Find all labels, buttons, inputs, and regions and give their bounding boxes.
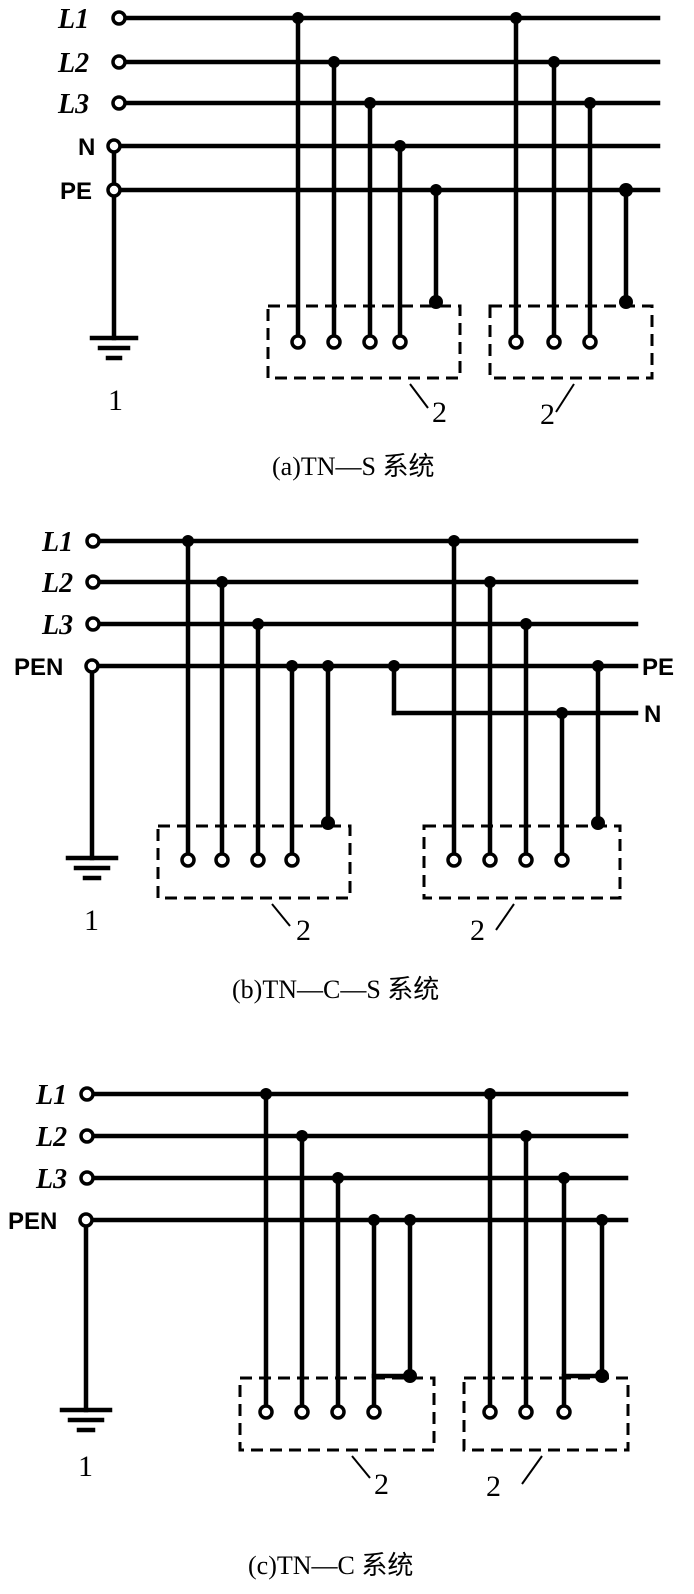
- device-terminal: [446, 852, 462, 868]
- label-l3: L3: [35, 1164, 67, 1195]
- device-box: [462, 1376, 630, 1452]
- label-pen: PEN: [14, 654, 63, 681]
- terminal-pe: [106, 182, 122, 198]
- device-terminal: [326, 334, 342, 350]
- earth-symbol: [89, 335, 139, 361]
- earth-label: 1: [108, 384, 123, 417]
- device-box: [266, 304, 462, 380]
- terminal-l1: [79, 1086, 95, 1102]
- device-terminal: [294, 1404, 310, 1420]
- label-l2: L2: [41, 568, 73, 599]
- diagram-c-tn-c: L1 L2 L3 PEN 1 2 2 (c)TN—C 系统: [8, 1080, 630, 1580]
- diagram-b-tn-c-s: L1 L2 L3 PEN PE N 1 2 2 (b)TN—C—S 系统: [14, 527, 674, 1004]
- terminal-l2: [111, 54, 127, 70]
- device-terminal: [546, 334, 562, 350]
- terminal-l3: [79, 1170, 95, 1186]
- device-terminal: [482, 852, 498, 868]
- device-terminal: [330, 1404, 346, 1420]
- device-terminal: [214, 852, 230, 868]
- caption-b: (b)TN—C—S 系统: [232, 975, 439, 1004]
- terminal-l3: [111, 95, 127, 111]
- device-terminal: [482, 1404, 498, 1420]
- earth-label: 1: [84, 904, 99, 937]
- device-terminal: [518, 852, 534, 868]
- device-label: 2: [470, 914, 485, 947]
- terminal-l1: [85, 533, 101, 549]
- label-n: N: [78, 134, 95, 161]
- terminal-l1: [111, 10, 127, 26]
- device-terminal: [250, 852, 266, 868]
- device-label: 2: [486, 1470, 501, 1503]
- device-label: 2: [374, 1468, 389, 1501]
- device-label: 2: [296, 914, 311, 947]
- device-terminal: [392, 334, 408, 350]
- device-box: [488, 304, 654, 380]
- terminal-pen: [78, 1212, 94, 1228]
- device-terminal: [518, 1404, 534, 1420]
- label-l1: L1: [57, 4, 89, 35]
- label-l3: L3: [57, 89, 89, 120]
- device-terminal: [556, 1404, 572, 1420]
- device-terminal: [290, 334, 306, 350]
- caption-c: (c)TN—C 系统: [248, 1551, 413, 1580]
- caption-a: (a)TN—S 系统: [272, 452, 434, 481]
- label-l1: L1: [41, 527, 73, 558]
- device-terminal: [554, 852, 570, 868]
- device-terminal: [366, 1404, 382, 1420]
- device-terminal: [508, 334, 524, 350]
- label-pen: PEN: [8, 1208, 57, 1235]
- device-terminal: [258, 1404, 274, 1420]
- device-label: 2: [432, 396, 447, 429]
- terminal-pen: [84, 658, 100, 674]
- device-terminal: [180, 852, 196, 868]
- device-label: 2: [540, 398, 555, 431]
- device-box: [422, 824, 622, 900]
- device-terminal: [362, 334, 378, 350]
- terminal-n: [106, 138, 122, 154]
- device-terminal: [284, 852, 300, 868]
- earth-label: 1: [78, 1450, 93, 1483]
- label-l3: L3: [41, 610, 73, 641]
- device-terminal: [582, 334, 598, 350]
- earth-symbol: [59, 1407, 113, 1433]
- terminal-l2: [85, 574, 101, 590]
- label-n-split: N: [644, 701, 661, 728]
- label-l2: L2: [57, 48, 89, 79]
- diagram-a-tn-s: L1 L2 L3 N PE 1 2 2 (a)TN—S 系统: [57, 4, 661, 481]
- label-pe-split: PE: [642, 654, 674, 681]
- device-box: [156, 824, 352, 900]
- earth-symbol: [65, 855, 119, 881]
- label-pe: PE: [60, 178, 92, 205]
- label-l1: L1: [35, 1080, 67, 1111]
- label-l2: L2: [35, 1122, 67, 1153]
- terminal-l3: [85, 616, 101, 632]
- terminal-l2: [79, 1128, 95, 1144]
